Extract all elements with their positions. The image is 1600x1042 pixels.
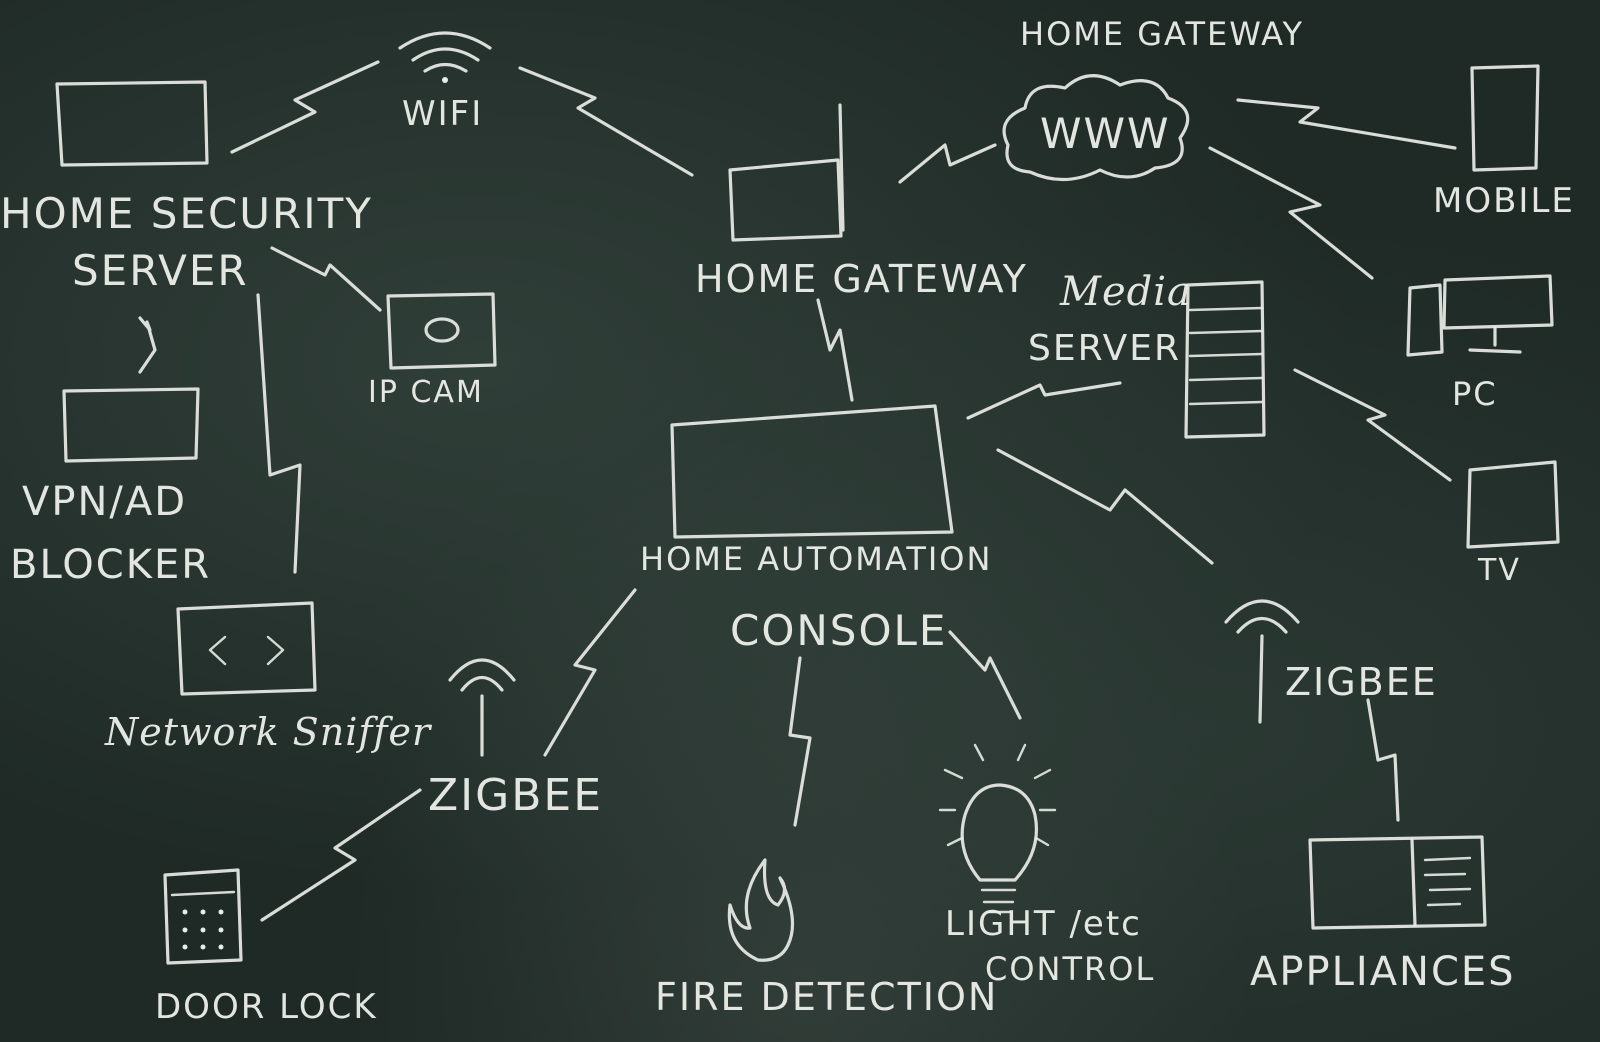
tv-label: TV <box>1477 553 1521 588</box>
pc-icon <box>1406 274 1554 357</box>
link-console-zigbee-left <box>543 588 637 757</box>
zigbee-right-label: ZIGBEE <box>1285 660 1438 704</box>
link-console-media <box>966 381 1122 420</box>
home-gateway-router-label: HOME GATEWAY <box>695 257 1028 301</box>
appliances-icon <box>1308 835 1487 930</box>
link-console-fire <box>788 656 812 827</box>
home-security-server-label-line1: HOME SECURITY <box>0 189 373 238</box>
link-gateway-console <box>816 298 854 402</box>
zigbee-right-antenna-icon <box>1224 599 1300 724</box>
media-server-label-line1: Media <box>1059 269 1192 315</box>
media-server-icon <box>1184 280 1266 439</box>
link-gateway-cloud <box>898 143 997 184</box>
home-automation-console-box <box>670 404 954 539</box>
home-security-server-box <box>55 80 209 167</box>
light-control-label-line1: LIGHT /etc <box>945 904 1142 944</box>
wifi-label: WIFI <box>402 94 483 134</box>
link-cloud-mobile <box>1236 98 1457 150</box>
connection-links <box>138 60 1457 922</box>
home-automation-console-label-line2: CONSOLE <box>730 606 947 655</box>
pc-label: PC <box>1452 375 1498 413</box>
zigbee-left-label: ZIGBEE <box>428 770 603 821</box>
home-gateway-router-icon <box>728 103 845 242</box>
link-media-tv <box>1293 368 1452 482</box>
home-gateway-cloud-label: HOME GATEWAY <box>1020 15 1304 53</box>
network-sniffer-icon <box>176 601 317 696</box>
tv-icon <box>1466 460 1560 549</box>
link-security-server-vpn <box>138 316 157 374</box>
link-console-light <box>948 630 1022 720</box>
home-automation-console-label-line1: HOME AUTOMATION <box>640 540 992 578</box>
fire-icon <box>727 858 795 962</box>
zigbee-left-antenna-icon <box>448 658 516 757</box>
mobile-label: MOBILE <box>1433 181 1575 221</box>
vpn-ad-blocker-box <box>62 387 200 463</box>
light-control-label-line2: CONTROL <box>985 950 1155 988</box>
fire-detection-label: FIRE DETECTION <box>655 975 998 1019</box>
network-sniffer-label: Network Sniffer <box>104 710 433 754</box>
vpn-ad-blocker-label-line1: VPN/AD <box>22 479 187 525</box>
cloud-www-text: WWW <box>1040 109 1171 158</box>
ip-cam-label: IP CAM <box>368 375 484 410</box>
link-zigbee-doorlock <box>260 788 422 922</box>
mobile-device-icon <box>1470 64 1540 172</box>
home-security-server-label-line2: SERVER <box>72 246 249 295</box>
wifi-icon <box>398 31 492 83</box>
door-lock-icon <box>163 868 243 965</box>
link-security-server-ipcam <box>270 246 382 312</box>
light-bulb-icon <box>938 743 1057 914</box>
ip-cam-icon <box>386 292 497 370</box>
link-cloud-pc <box>1208 146 1374 280</box>
link-security-server-sniffer <box>256 293 302 574</box>
media-server-label-line2: SERVER <box>1028 328 1181 369</box>
link-wifi-gateway <box>518 66 694 177</box>
vpn-ad-blocker-label-line2: BLOCKER <box>10 542 211 588</box>
cloud-icon <box>1002 74 1190 182</box>
appliances-label: APPLIANCES <box>1250 949 1516 995</box>
door-lock-label: DOOR LOCK <box>155 987 378 1027</box>
link-console-zigbee-right <box>996 448 1214 565</box>
link-zigbee-appliances <box>1366 698 1400 822</box>
link-security-server-wifi <box>230 60 380 154</box>
